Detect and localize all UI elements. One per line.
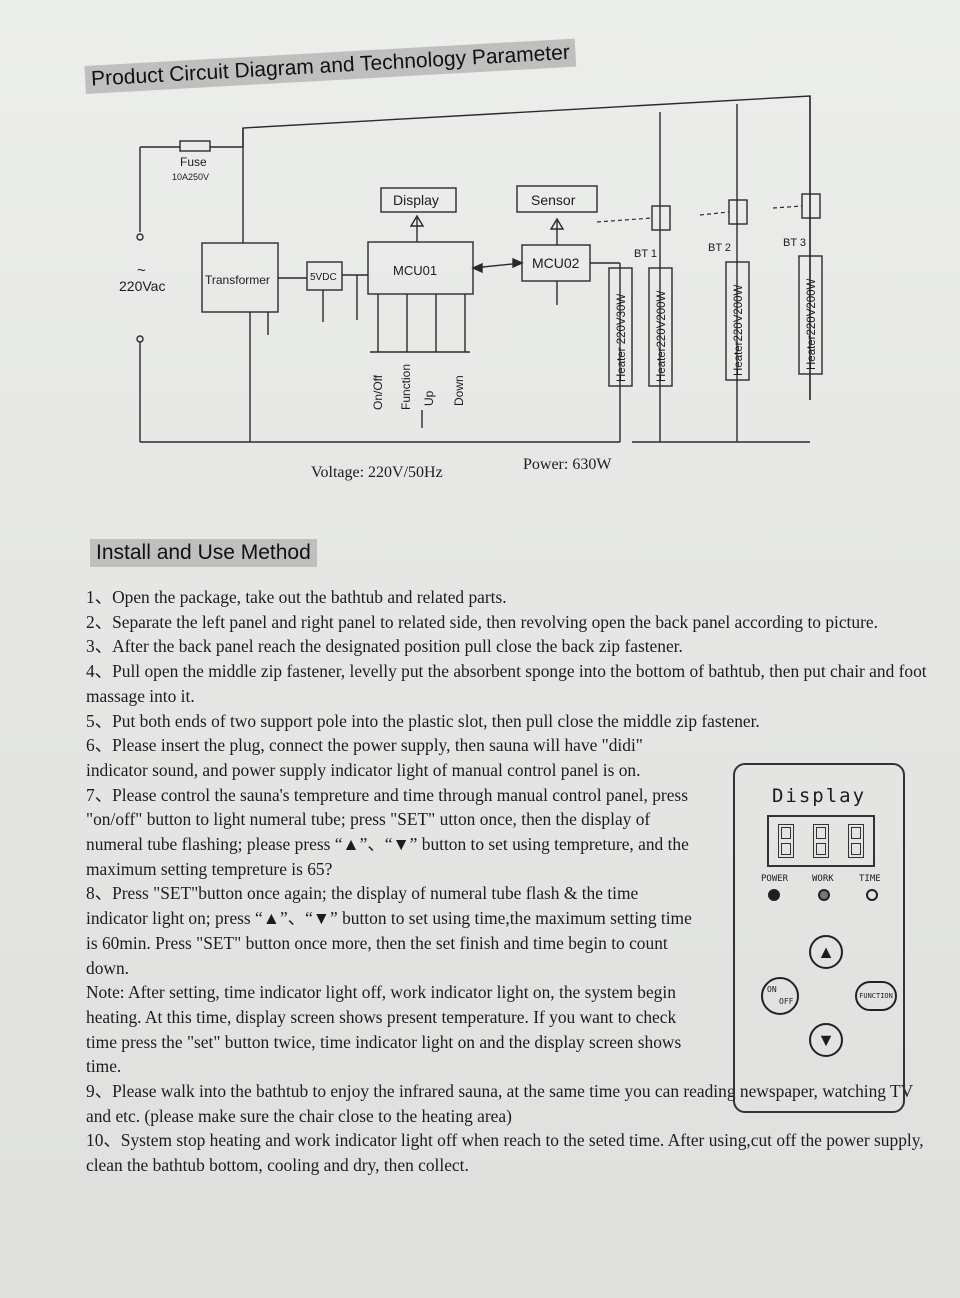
digit bbox=[812, 824, 829, 858]
voltage-label: Voltage: bbox=[311, 464, 365, 481]
power-label: Power: bbox=[523, 456, 569, 473]
up-button[interactable]: ▲ bbox=[809, 935, 843, 969]
switch-function-label: Function bbox=[399, 364, 413, 410]
on-label: ON bbox=[767, 985, 777, 994]
fuse-label: Fuse bbox=[180, 155, 207, 169]
fuse-rating: 10A250V bbox=[172, 172, 209, 182]
numeral-display bbox=[767, 815, 875, 867]
install-step: 8、Press "SET"button once again; the disp… bbox=[86, 883, 692, 978]
switch-up-label: Up bbox=[422, 390, 436, 406]
install-step: 9、Please walk into the bathtub to enjoy … bbox=[86, 1081, 913, 1126]
digit bbox=[847, 824, 864, 858]
install-title: Install and Use Method bbox=[90, 539, 317, 567]
sensor-label: Sensor bbox=[531, 192, 576, 208]
digit bbox=[778, 824, 795, 858]
install-step: 4、Pull open the middle zip fastener, lev… bbox=[86, 661, 927, 706]
install-step: 2、Separate the left panel and right pane… bbox=[86, 611, 878, 632]
input-voltage-label: 220Vac bbox=[119, 278, 165, 294]
mcu02-label: MCU02 bbox=[532, 255, 580, 271]
voltage-value: 220V/50Hz bbox=[368, 464, 443, 481]
install-step: 5、Put both ends of two support pole into… bbox=[86, 710, 760, 731]
on-off-button[interactable]: ON OFF bbox=[761, 977, 799, 1015]
circuit-diagram: Fuse 10A250V ~ 220Vac Transformer 5VDC M… bbox=[119, 95, 823, 443]
down-arrow-icon: ▼ bbox=[817, 1029, 835, 1050]
function-button[interactable]: FUNCTION bbox=[855, 981, 897, 1011]
thermostat-bt1: BT 1 bbox=[634, 248, 657, 260]
switch-onoff-label: On/Off bbox=[371, 374, 385, 410]
ac-symbol: ~ bbox=[137, 262, 146, 279]
install-step: 6、Please insert the plug, connect the po… bbox=[86, 735, 643, 780]
down-button[interactable]: ▼ bbox=[809, 1023, 843, 1057]
heater-2-label: Heater220V200W bbox=[656, 290, 668, 382]
function-label: FUNCTION bbox=[859, 992, 893, 1000]
transformer-label: Transformer bbox=[205, 273, 270, 287]
up-arrow-icon: ▲ bbox=[817, 941, 835, 962]
panel-title: Display bbox=[771, 785, 867, 807]
switch-down-label: Down bbox=[452, 375, 466, 406]
work-indicator-label: WORK bbox=[812, 874, 834, 884]
work-indicator-led bbox=[818, 889, 830, 901]
display-label: Display bbox=[393, 192, 439, 208]
control-panel-illustration: Display POWER WORK TIME ▲ ▼ ON OFF FUNCT… bbox=[733, 763, 905, 1113]
install-step: 3、After the back panel reach the designa… bbox=[86, 636, 683, 657]
power-spec: Power: 630W bbox=[523, 456, 611, 474]
power-indicator-led bbox=[768, 889, 780, 901]
install-step: 1、Open the package, take out the bathtub… bbox=[86, 587, 507, 607]
voltage-spec: Voltage: 220V/50Hz bbox=[311, 464, 443, 482]
thermostat-bt3: BT 3 bbox=[783, 237, 806, 249]
install-step: 10、System stop heating and work indicato… bbox=[86, 1130, 924, 1176]
heater-1-label: Heater 220V30W bbox=[616, 294, 628, 382]
off-label: OFF bbox=[779, 997, 794, 1006]
mcu01-label: MCU01 bbox=[393, 263, 437, 278]
install-note: Note: After setting, time indicator ligh… bbox=[86, 982, 682, 1077]
install-step: 7、Please control the sauna's tempreture … bbox=[86, 784, 689, 879]
time-indicator-led bbox=[866, 889, 878, 901]
install-steps: 1、Open the package, take out the bathtub… bbox=[86, 585, 942, 1178]
dc-label: 5VDC bbox=[310, 272, 337, 283]
heater-3-label: Heater220V200W bbox=[733, 284, 745, 376]
heater-4-label: Heater220V200W bbox=[806, 278, 818, 370]
power-value: 630W bbox=[572, 456, 612, 473]
thermostat-bt2: BT 2 bbox=[708, 242, 731, 254]
power-indicator-label: POWER bbox=[761, 874, 789, 884]
time-indicator-label: TIME bbox=[859, 874, 881, 884]
